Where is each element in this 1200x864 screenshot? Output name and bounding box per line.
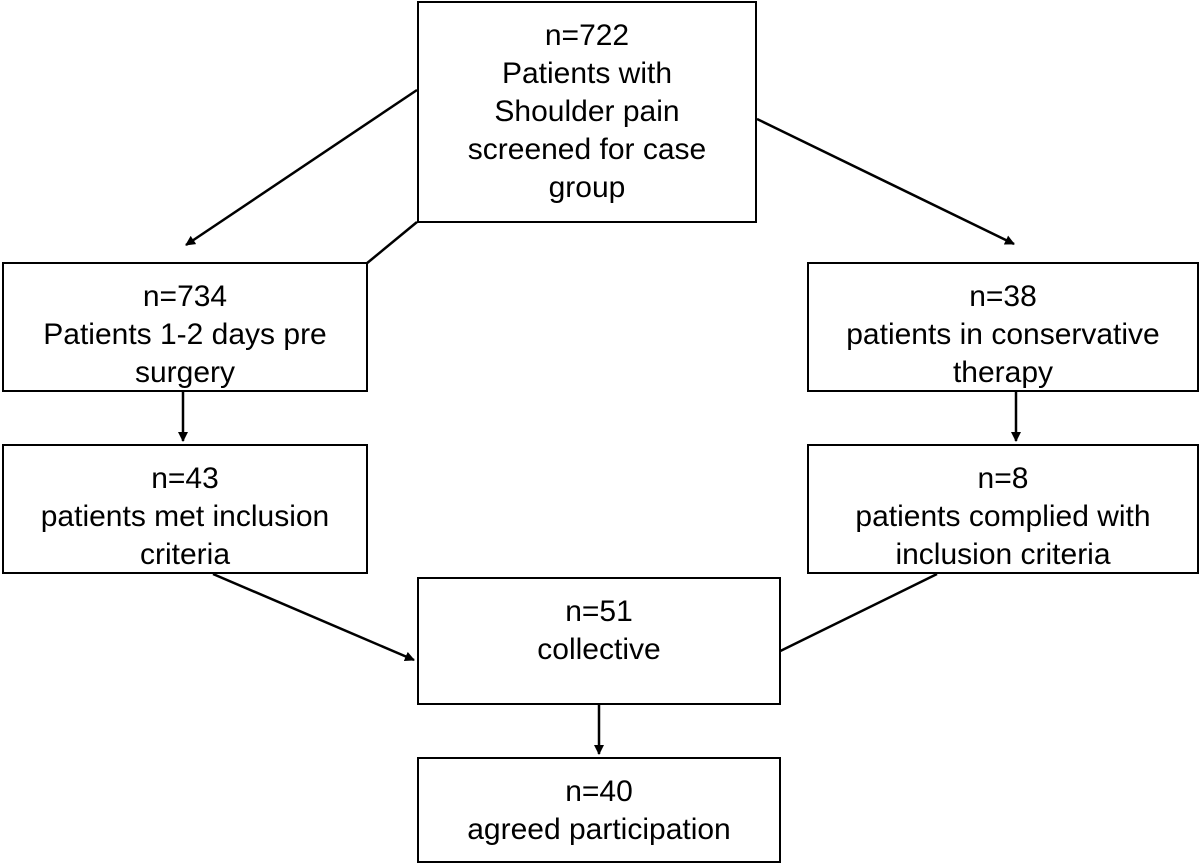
complied-inclusion-criteria-box: n=8 patients complied with inclusion cri…	[807, 444, 1199, 574]
box-text-line: Patients 1-2 days pre	[43, 318, 327, 351]
arrow-top-to-right1	[756, 117, 1015, 246]
box-text-line: inclusion criteria	[895, 538, 1111, 571]
box-text-line: agreed participation	[467, 813, 731, 846]
box-text-line: therapy	[952, 356, 1054, 389]
box-count: n=51	[565, 595, 633, 628]
connector-top-to-left1-corner	[365, 221, 418, 265]
box-text-line: Shoulder pain	[494, 95, 680, 128]
box-text-line: Patients with	[501, 57, 673, 90]
box-count: n=40	[565, 775, 633, 808]
collective-box: n=51 collective	[417, 577, 781, 705]
conservative-therapy-box: n=38 patients in conservative therapy	[807, 262, 1199, 392]
pre-surgery-patients-box: n=734 Patients 1-2 days pre surgery	[2, 262, 368, 392]
box-count: n=8	[977, 462, 1029, 495]
box-text-line: group	[548, 171, 626, 204]
arrow-top-to-left1	[185, 88, 418, 247]
box-count: n=38	[969, 280, 1037, 313]
box-text-line: patients met inclusion	[40, 500, 330, 533]
screened-patients-box: n=722 Patients with Shoulder pain screen…	[417, 1, 757, 223]
box-text-line: criteria	[139, 538, 230, 571]
box-text-line: surgery	[134, 356, 236, 389]
arrow-left2-to-mid	[212, 572, 415, 662]
box-count: n=43	[151, 462, 219, 495]
box-text-line: patients in conservative	[846, 318, 1160, 351]
box-text-line: screened for case	[467, 133, 707, 166]
box-text-line: patients complied with	[855, 500, 1151, 533]
agreed-participation-box: n=40 agreed participation	[417, 757, 781, 863]
box-text-line: collective	[537, 633, 661, 666]
box-count: n=722	[544, 19, 630, 52]
box-count: n=734	[142, 280, 228, 313]
met-inclusion-criteria-box: n=43 patients met inclusion criteria	[2, 444, 368, 574]
arrow-right2-to-mid	[761, 572, 938, 662]
